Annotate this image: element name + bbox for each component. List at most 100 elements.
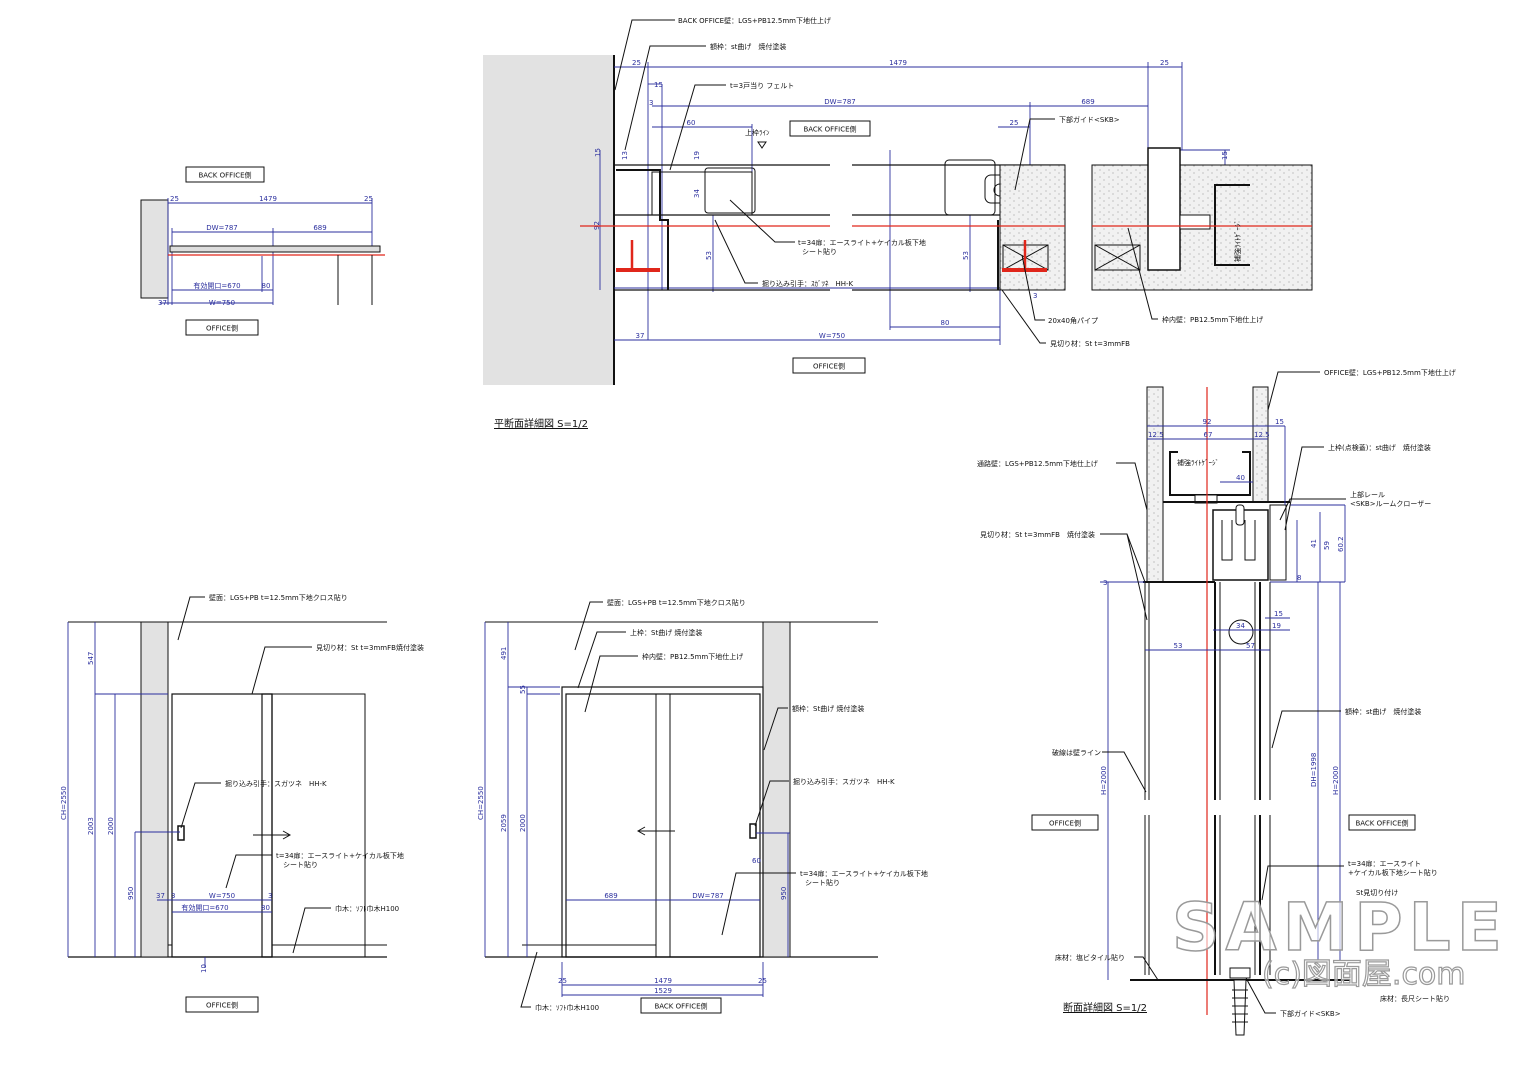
dim-label: H=2000 xyxy=(1332,766,1340,795)
dim-label: 80 xyxy=(261,904,270,912)
dim-label: 689 xyxy=(1081,98,1094,106)
dimension-lines xyxy=(484,622,790,997)
wall-section xyxy=(140,621,169,958)
office-side-label: OFFICE側 xyxy=(206,324,238,333)
dim-label: 1479 xyxy=(259,195,277,203)
dim-label: 15 xyxy=(594,148,602,157)
dimension-lines xyxy=(67,622,272,968)
annotation: シート貼り xyxy=(283,860,318,869)
dim-label: 1529 xyxy=(654,987,672,995)
drawing-title: 平断面詳細図 S=1/2 xyxy=(494,417,588,430)
door-leaf xyxy=(169,245,381,253)
dim-label: 8 xyxy=(1297,574,1301,582)
wall-section xyxy=(140,199,169,299)
back-office-elevation: CH=2550 491 2059 55 2000 60 950 689 DW=7… xyxy=(477,598,928,1014)
dim-label: 60.2 xyxy=(1337,536,1345,552)
annotation: 額枠：st曲げ 焼付塗装 xyxy=(1345,707,1421,716)
dim-label: 67 xyxy=(1204,431,1213,439)
bottom-guide-bolt xyxy=(1229,967,1251,1036)
annotation: 枠内壁：PB12.5mm下地仕上げ xyxy=(1162,315,1263,324)
dim-label: 59 xyxy=(1323,541,1331,550)
dim-label: 547 xyxy=(87,652,95,665)
section-detail: 92 15 12.5 67 12.5 40 41 59 60.2 3 8 53 … xyxy=(977,368,1456,1036)
office-side-tag xyxy=(185,319,259,336)
office-side-label: OFFICE側 xyxy=(1049,819,1081,828)
dim-label: W=750 xyxy=(209,892,235,900)
annotation: 下部ガイド<SKB> xyxy=(1059,115,1120,124)
dim-label: 689 xyxy=(313,224,326,232)
level-mark-icon xyxy=(757,141,767,149)
annotation: 巾木：ｿﾌﾄ巾木H100 xyxy=(335,904,399,913)
annotation: 破線は壁ライン xyxy=(1052,748,1101,757)
annotation: 掘り込み引手：ｽｶﾞﾂﾈ HH-K xyxy=(762,279,854,288)
annotation: +ケイカル板下地シート貼り xyxy=(1348,868,1438,877)
annotation: 巾木：ｿﾌﾄ巾木H100 xyxy=(535,1003,599,1012)
annotation: 上枠(点検蓋)：st曲げ 焼付塗装 xyxy=(1328,443,1431,452)
drawing-title: 断面詳細図 S=1/2 xyxy=(1063,1001,1147,1014)
dim-label: DW=787 xyxy=(206,224,238,232)
dim-label: 15 xyxy=(1221,151,1229,160)
back-office-side-tag xyxy=(640,997,722,1014)
recessed-handle-icon xyxy=(749,823,757,839)
dim-label: H=2000 xyxy=(1100,766,1108,795)
annotation: t=3戸当り フェルト xyxy=(730,81,794,90)
dim-label: 12.5 xyxy=(1254,431,1270,439)
annotation: 床材：塩ビタイル貼り xyxy=(1055,953,1125,962)
annotation: 上枠ﾗｲﾝ xyxy=(745,128,770,137)
office-side-tag xyxy=(792,357,866,374)
office-side-tag xyxy=(1031,814,1099,831)
dim-label: 3 xyxy=(171,892,175,900)
fastener xyxy=(616,268,660,272)
slide-direction-arrow-icon xyxy=(636,826,675,836)
recessed-handle-icon xyxy=(177,825,185,841)
annotation: 上枠：St曲げ 焼付塗装 xyxy=(630,628,702,637)
annotation: <SKB>ルームクローザー xyxy=(1350,500,1431,508)
slide-direction-arrow-icon xyxy=(253,830,292,840)
wall-section xyxy=(1146,386,1164,583)
dim-label: 491 xyxy=(500,647,508,660)
dim-label: 15 xyxy=(1274,610,1283,618)
dim-label: 41 xyxy=(1310,539,1318,548)
dim-label: 3 xyxy=(1033,292,1037,300)
annotation: 見切り材：St t=3mmFB xyxy=(1050,339,1130,348)
dim-label: DH=1998 xyxy=(1310,753,1318,787)
office-elevation: CH=2550 547 2003 2000 950 37 3 W=750 3 有… xyxy=(60,593,424,1013)
door-leaf xyxy=(1214,582,1271,975)
dim-label: CH=2550 xyxy=(477,786,485,820)
office-side-label: OFFICE側 xyxy=(206,1001,238,1010)
door-track xyxy=(580,147,1313,291)
small-plan: BACK OFFICE側 25 1479 25 DW=787 689 有効開口=… xyxy=(140,166,385,336)
annotation: 床材：長尺シート貼り xyxy=(1380,994,1450,1003)
dim-label: 37 xyxy=(156,892,165,900)
plan-detail: 25 1479 25 15 DW=787 689 60 25 15 13 3 1… xyxy=(483,16,1313,430)
annotation: 補強ﾗｲﾄｹﾞｰｼﾞ xyxy=(1177,458,1219,467)
annotation: 20x40角パイプ xyxy=(1048,316,1098,325)
door-frame xyxy=(561,686,764,958)
dim-label: 12.5 xyxy=(1148,431,1164,439)
dim-label: 60 xyxy=(687,119,696,127)
annotation: 見切り材：St t=3mmFB 焼付塗装 xyxy=(980,530,1095,539)
annotation: 壁面：LGS+PB t=12.5mm下地クロス貼り xyxy=(209,593,348,602)
annotation: OFFICE壁：LGS+PB12.5mm下地仕上げ xyxy=(1324,368,1456,377)
annotation: St見切り付け xyxy=(1356,888,1398,897)
dim-label: 15 xyxy=(654,81,663,89)
dim-label: 10 xyxy=(200,964,208,973)
dim-label: 25 xyxy=(170,195,179,203)
back-office-side-tag xyxy=(1348,814,1416,831)
dim-label: 1479 xyxy=(889,59,907,67)
annotation: 掘り込み引手：スガツネ HH-K xyxy=(225,779,327,788)
dim-label: DW=787 xyxy=(824,98,856,106)
dim-label: 3 xyxy=(649,99,653,107)
dim-label: 37 xyxy=(158,299,167,307)
dim-label: 有効開口=670 xyxy=(181,903,228,912)
office-side-label: OFFICE側 xyxy=(813,362,845,371)
sample-watermark: SAMPLE (c)図面屋.com xyxy=(1171,888,1502,992)
dim-label: 2000 xyxy=(107,817,115,835)
dim-label: 80 xyxy=(262,282,271,290)
office-side-tag xyxy=(185,996,259,1013)
dim-label: 25 xyxy=(1160,59,1169,67)
annotation: 掘り込み引手：スガツネ HH-K xyxy=(793,777,895,786)
annotation: 額枠：St曲げ 焼付塗装 xyxy=(792,704,864,713)
annotation: 上部レール xyxy=(1350,490,1385,499)
